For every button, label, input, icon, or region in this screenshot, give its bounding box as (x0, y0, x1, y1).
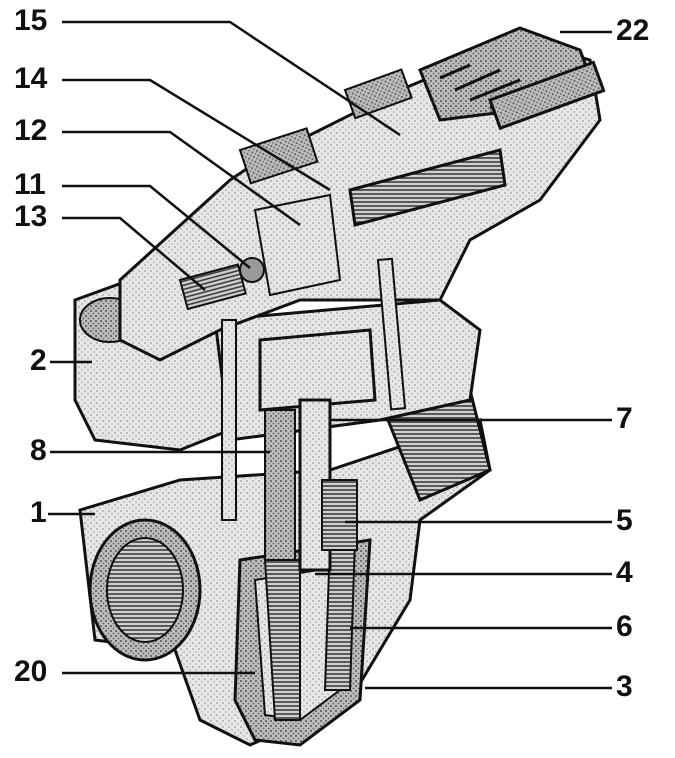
piston-assembly (221, 257, 407, 572)
pilot-housing (118, 26, 606, 362)
callout-5: 5 (616, 504, 633, 537)
leader-lines (48, 20, 612, 690)
callout-2: 2 (30, 344, 47, 377)
callout-22: 22 (616, 14, 650, 47)
callout-4: 4 (616, 556, 633, 589)
callout-3: 3 (616, 670, 633, 703)
callout-6: 6 (616, 610, 633, 643)
callout-7: 7 (616, 402, 633, 435)
valve-body (78, 388, 492, 747)
callout-20: 20 (14, 655, 48, 688)
callout-1: 1 (30, 496, 47, 529)
callout-15: 15 (14, 4, 48, 37)
callout-8: 8 (30, 434, 47, 467)
callout-14: 14 (14, 62, 48, 95)
callout-11: 11 (14, 168, 46, 201)
callout-13: 13 (14, 200, 48, 233)
callout-12: 12 (14, 114, 48, 147)
